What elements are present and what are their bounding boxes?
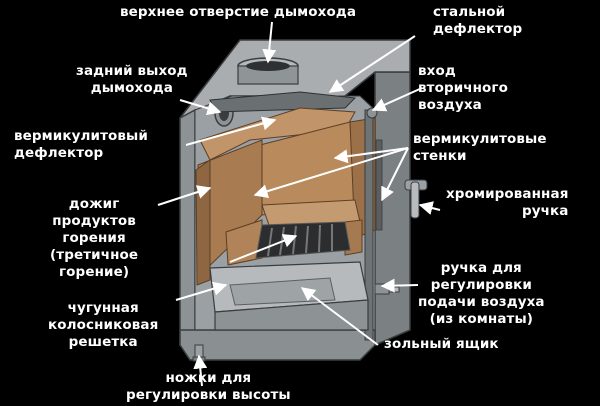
label-vermiculite-walls: вермикулитовые стенки — [413, 131, 547, 164]
arrow-walls-1 — [333, 147, 409, 164]
arrow-afterburning — [157, 185, 212, 206]
label-adjustable-legs: ножки для регулировки высоты — [126, 370, 291, 403]
label-rear-flue-outlet: задний выход дымохода — [76, 63, 188, 96]
label-ash-drawer: зольный ящик — [384, 336, 499, 352]
arrow-chrome-handle — [418, 201, 441, 215]
flue-collar — [237, 57, 299, 85]
arrow-grate — [175, 281, 228, 301]
label-cast-iron-grate: чугунная колосниковая решетка — [48, 300, 159, 350]
callout-arrows — [157, 21, 441, 387]
ash-drawer — [209, 261, 369, 331]
label-steel-deflector: стальной дефлектор — [433, 4, 523, 37]
arrow-rear-flue — [179, 99, 222, 116]
arrow-secondary-air — [371, 87, 423, 112]
arrow-air-handle — [380, 278, 419, 293]
label-vermiculite-deflector: вермикулитовый дефлектор — [14, 128, 148, 161]
arrow-steel-deflector — [328, 35, 416, 93]
arrow-vermiculite-deflector — [185, 116, 277, 146]
arrow-walls-2 — [253, 147, 409, 198]
arrow-ash-drawer — [300, 287, 379, 346]
label-top-opening: верхнее отверстие дымохода — [120, 4, 357, 20]
arrow-legs — [193, 354, 208, 387]
label-secondary-air-inlet: вход вторичного воздуха — [418, 63, 508, 113]
arrow-walls-3 — [381, 147, 409, 202]
arrow-afterburning-2 — [229, 234, 298, 263]
arrow-top-opening — [262, 21, 277, 64]
label-air-regulation-handle: ручка для регулировки подачи воздуха (из… — [418, 260, 545, 327]
label-chrome-handle: хромированная ручка — [446, 186, 569, 219]
label-afterburning: дожиг продуктов горения (третичное горен… — [50, 196, 139, 280]
chrome-handle — [404, 179, 428, 219]
cast-iron-grate — [255, 221, 351, 259]
